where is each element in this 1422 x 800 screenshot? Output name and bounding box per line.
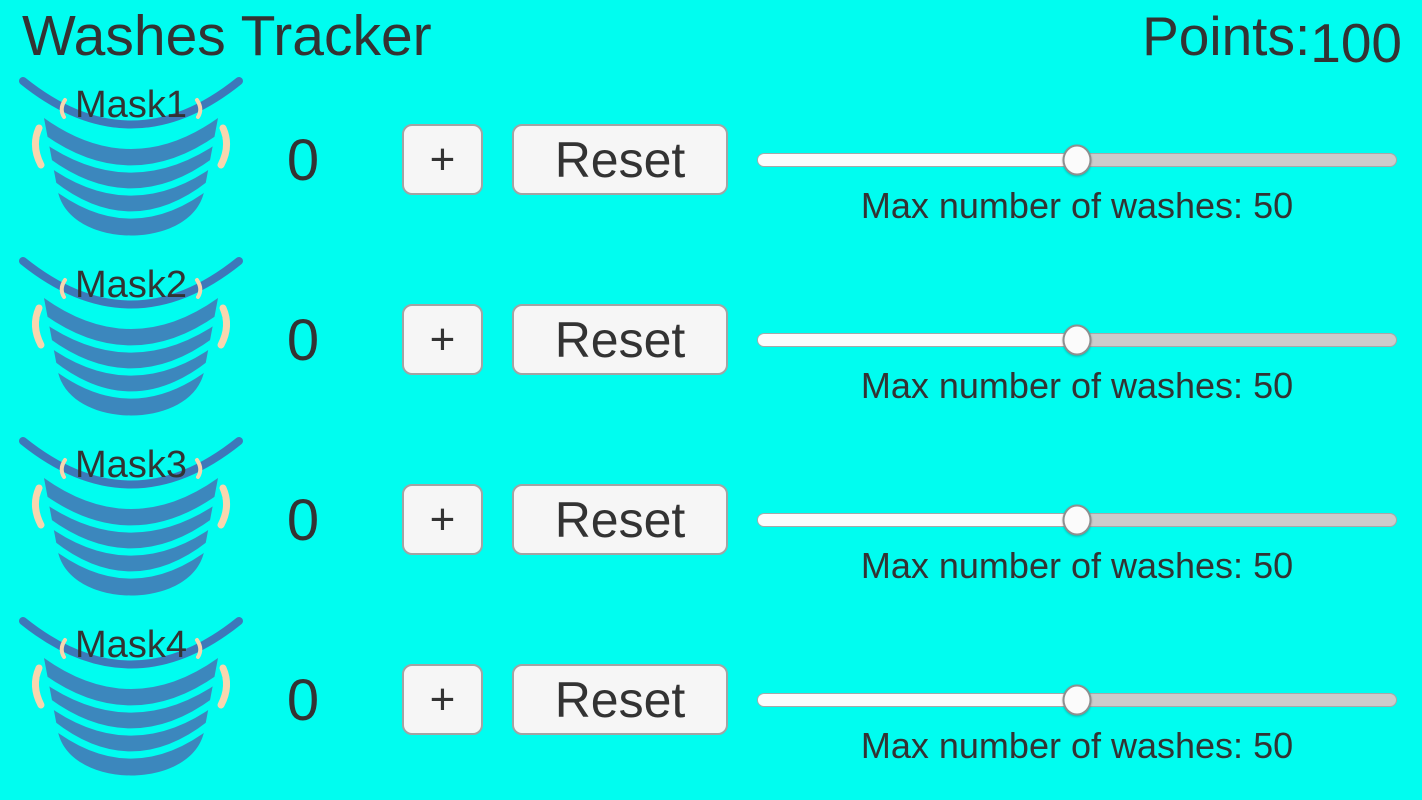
mask-row: Mask1 0 + Reset Max number of washes: 50 bbox=[0, 72, 1422, 252]
mask-label: Mask1 bbox=[75, 84, 187, 126]
slider-thumb[interactable] bbox=[1062, 144, 1092, 176]
mask-row: Mask3 0 + Reset Max number of washes: 50 bbox=[0, 432, 1422, 612]
wash-count: 0 bbox=[286, 128, 320, 193]
points-value: 100 bbox=[1310, 12, 1402, 74]
max-washes-slider[interactable] bbox=[757, 144, 1397, 176]
face-mask-icon: Mask1 bbox=[16, 72, 246, 242]
increment-button[interactable]: + bbox=[402, 124, 483, 195]
slider-fill bbox=[758, 154, 1077, 166]
reset-button[interactable]: Reset bbox=[512, 664, 728, 735]
reset-button[interactable]: Reset bbox=[512, 304, 728, 375]
mask-row: Mask2 0 + Reset Max number of washes: 50 bbox=[0, 252, 1422, 432]
max-washes-label: Max number of washes: 50 bbox=[860, 185, 1294, 226]
slider-thumb[interactable] bbox=[1062, 504, 1092, 536]
page-title: Washes Tracker bbox=[22, 4, 432, 68]
points-display: Points: 100 bbox=[1142, 5, 1402, 73]
mask-row: Mask4 0 + Reset Max number of washes: 50 bbox=[0, 612, 1422, 792]
mask-label: Mask2 bbox=[75, 264, 187, 306]
max-washes-slider[interactable] bbox=[757, 684, 1397, 716]
wash-count: 0 bbox=[286, 488, 320, 553]
wash-count: 0 bbox=[286, 308, 320, 373]
max-washes-slider[interactable] bbox=[757, 324, 1397, 356]
wash-count: 0 bbox=[286, 668, 320, 733]
face-mask-icon: Mask3 bbox=[16, 432, 246, 602]
reset-button[interactable]: Reset bbox=[512, 484, 728, 555]
max-washes-label: Max number of washes: 50 bbox=[860, 545, 1294, 586]
slider-thumb[interactable] bbox=[1062, 324, 1092, 356]
points-label: Points: bbox=[1142, 5, 1311, 67]
mask-label: Mask3 bbox=[75, 444, 187, 486]
face-mask-icon: Mask2 bbox=[16, 252, 246, 422]
increment-button[interactable]: + bbox=[402, 304, 483, 375]
slider-fill bbox=[758, 694, 1077, 706]
slider-fill bbox=[758, 334, 1077, 346]
slider-fill bbox=[758, 514, 1077, 526]
increment-button[interactable]: + bbox=[402, 664, 483, 735]
increment-button[interactable]: + bbox=[402, 484, 483, 555]
max-washes-label: Max number of washes: 50 bbox=[860, 365, 1294, 406]
mask-label: Mask4 bbox=[75, 624, 187, 666]
reset-button[interactable]: Reset bbox=[512, 124, 728, 195]
max-washes-slider[interactable] bbox=[757, 504, 1397, 536]
slider-thumb[interactable] bbox=[1062, 684, 1092, 716]
max-washes-label: Max number of washes: 50 bbox=[860, 725, 1294, 766]
face-mask-icon: Mask4 bbox=[16, 612, 246, 782]
